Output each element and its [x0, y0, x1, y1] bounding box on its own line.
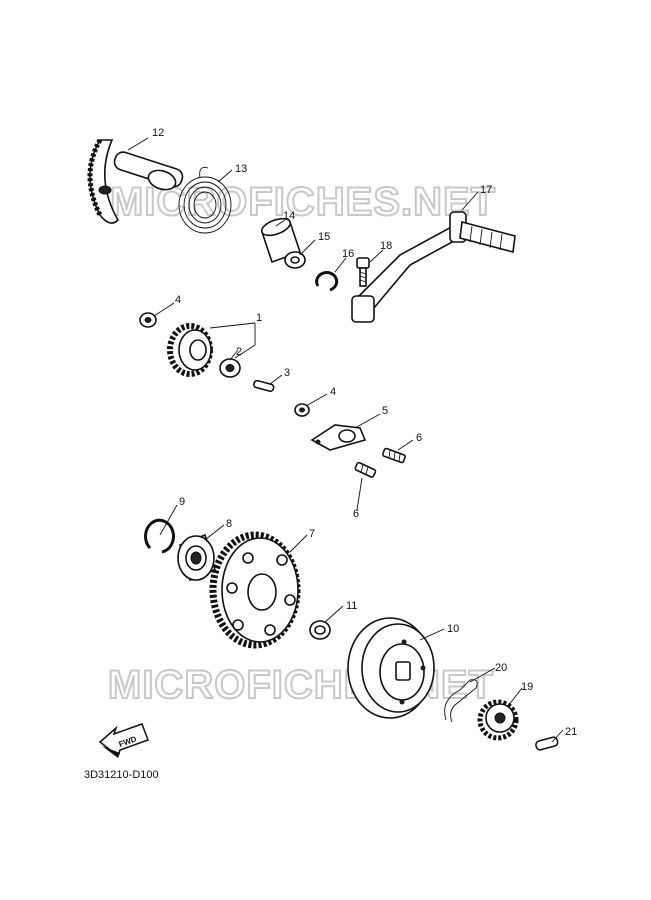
part-circlip-16: [315, 271, 339, 292]
leader-lines: [127, 137, 564, 743]
callout-5: 5: [382, 405, 388, 417]
callout-9: 9: [179, 496, 185, 508]
callout-19: 19: [521, 681, 533, 693]
callout-7: 7: [309, 528, 315, 540]
part-circlip-9: [144, 518, 175, 554]
part-pin-3: [253, 379, 275, 393]
part-plate-5: [310, 424, 367, 451]
part-bolt-6a: [382, 447, 406, 464]
callout-20: 20: [495, 662, 507, 674]
callout-4a: 4: [175, 294, 181, 306]
part-kick-crank: [351, 211, 516, 323]
callout-16: 16: [342, 248, 354, 260]
callout-14: 14: [283, 210, 295, 222]
callout-11: 11: [346, 600, 357, 612]
part-bearing-8: [177, 533, 216, 582]
callout-1: 1: [256, 312, 262, 324]
callout-8: 8: [226, 518, 232, 530]
part-spring-20: [444, 679, 478, 723]
callout-13: 13: [235, 163, 247, 175]
callout-17: 17: [480, 184, 492, 196]
diagram-code: 3D31210-D100: [84, 769, 159, 781]
part-shaft-21: [535, 736, 559, 751]
callout-6b: 6: [353, 508, 359, 520]
callout-3: 3: [284, 367, 290, 379]
part-starter-gear-7: [209, 531, 301, 649]
fwd-arrow-icon: FWD: [98, 723, 149, 758]
part-gear-19: [477, 699, 519, 741]
part-starter-clutch-10: [347, 617, 435, 719]
callout-2: 2: [236, 346, 242, 358]
part-kick-gear: [167, 323, 213, 377]
part-kick-axle: [87, 138, 184, 224]
callout-6a: 6: [416, 432, 422, 444]
part-kick-spring: [178, 167, 232, 234]
callout-10: 10: [447, 623, 459, 635]
callout-21: 21: [565, 726, 577, 738]
part-bolt-18: [356, 257, 370, 287]
watermark-bottom: MICROFICHES.NET: [108, 663, 494, 707]
callout-12: 12: [152, 127, 164, 139]
callout-4b: 4: [330, 386, 336, 398]
callout-15: 15: [318, 231, 330, 243]
part-bolt-6b: [354, 461, 377, 478]
callout-18: 18: [380, 240, 392, 252]
